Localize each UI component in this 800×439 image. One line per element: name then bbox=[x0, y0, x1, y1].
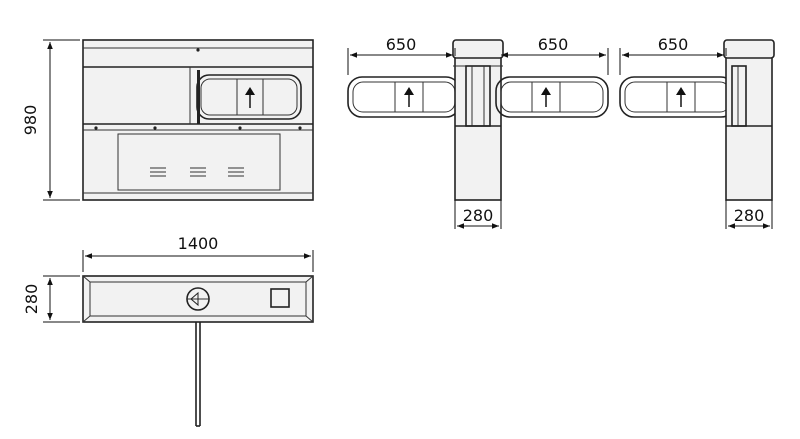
dimension-left-width: 650 bbox=[347, 35, 456, 75]
dimension-single-width: 650 bbox=[619, 35, 727, 75]
left-swing-arm bbox=[347, 76, 461, 118]
direction-arrow-icon bbox=[676, 87, 686, 107]
dimension-right-width: 650 bbox=[501, 35, 609, 75]
front-swing-arm bbox=[196, 70, 302, 124]
vent-icon bbox=[150, 167, 244, 177]
dim-label-650: 650 bbox=[538, 35, 569, 54]
sensor-window bbox=[270, 288, 290, 308]
dim-label-280: 280 bbox=[734, 206, 765, 225]
front-elevation-view: 980 bbox=[21, 39, 314, 201]
dim-label-980: 980 bbox=[21, 105, 40, 136]
dim-label-650: 650 bbox=[658, 35, 689, 54]
card-reader-icon bbox=[186, 287, 210, 311]
dim-label-280: 280 bbox=[463, 206, 494, 225]
single-wing-view: 650 280 bbox=[619, 35, 775, 229]
dim-label-1400: 1400 bbox=[178, 234, 219, 253]
double-wing-view: 650 650 280 bbox=[347, 35, 609, 229]
single-swing-arm bbox=[619, 76, 736, 118]
dimension-plan-width: 1400 bbox=[82, 234, 314, 272]
access-door bbox=[117, 133, 281, 191]
single-post-cap bbox=[723, 39, 775, 59]
plan-view: 1400 280 bbox=[22, 234, 314, 427]
dimension-double-depth: 280 bbox=[454, 200, 502, 229]
dim-label-650: 650 bbox=[386, 35, 417, 54]
center-post-cap bbox=[452, 39, 504, 59]
dimension-plan-depth: 280 bbox=[22, 275, 80, 323]
dimension-single-depth: 280 bbox=[725, 200, 773, 229]
dim-label-280: 280 bbox=[22, 284, 41, 315]
direction-arrow-icon bbox=[404, 87, 414, 107]
arm-mount bbox=[197, 70, 200, 124]
direction-arrow-icon bbox=[541, 87, 551, 107]
right-swing-arm bbox=[495, 76, 609, 118]
direction-arrow-icon bbox=[245, 87, 255, 108]
dimension-height: 980 bbox=[21, 39, 80, 201]
